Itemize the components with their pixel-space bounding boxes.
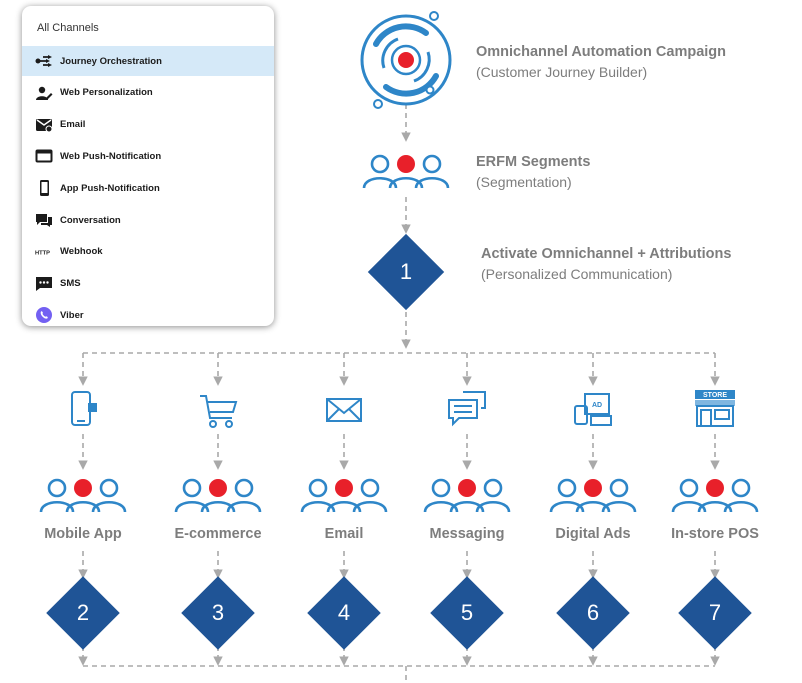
menu-item-label: Email [60, 119, 86, 131]
envelope-icon [326, 398, 362, 422]
mobile-app-icon [71, 391, 97, 426]
channel-label: Messaging [429, 526, 505, 542]
channel-diamond [430, 576, 504, 650]
campaign-title: Omnichannel Automation Campaign [476, 44, 727, 60]
channel-diamonds [46, 576, 752, 650]
menu-item-label: SMS [60, 278, 81, 290]
channel-people-group [671, 478, 759, 513]
menu-item-label: Webhook [60, 246, 103, 258]
store-icon: STORE [695, 390, 735, 427]
menu-item-chat[interactable]: Conversation [22, 205, 274, 235]
channel-people-group [174, 478, 262, 513]
cart-icon [200, 395, 238, 428]
browser-window-icon [35, 147, 53, 165]
menu-item-viber[interactable]: Viber [22, 300, 274, 326]
channel-people-group [300, 478, 388, 513]
person-edit-icon [35, 84, 53, 102]
svg-text:STORE: STORE [703, 392, 727, 399]
menu-item-email[interactable]: Email [22, 110, 274, 140]
channel-icons: AD STORE [71, 390, 735, 428]
chat-icon [35, 211, 53, 229]
channel-label: E-commerce [174, 526, 262, 542]
channel-people [39, 478, 759, 513]
channel-diamond [46, 576, 120, 650]
segment-people [362, 154, 450, 189]
connectors [83, 104, 715, 683]
menu-item-label: Web Personalization [60, 87, 153, 99]
sms-icon [35, 275, 53, 293]
channel-people-group [39, 478, 127, 513]
menu-item-label: Conversation [60, 214, 121, 226]
activate-title: Activate Omnichannel + Attributions [481, 246, 732, 262]
viber-icon [35, 306, 53, 324]
http-icon: HTTP [35, 243, 53, 261]
channel-number: 5 [460, 600, 474, 625]
channel-diamond [307, 576, 381, 650]
panel-title: All Channels [37, 22, 99, 34]
menu-item-label: Journey Orchestration [60, 55, 162, 67]
channel-diamond [556, 576, 630, 650]
channel-number: 4 [337, 600, 351, 625]
channel-label: Email [324, 526, 364, 542]
menu-item-label: Viber [60, 309, 84, 321]
channel-diamond [181, 576, 255, 650]
channel-number: 6 [586, 600, 600, 625]
channel-people-group [423, 478, 511, 513]
menu-item-label: App Push-Notification [60, 182, 160, 194]
segments-title: ERFM Segments [476, 154, 591, 170]
menu-item-journey[interactable]: Journey Orchestration [22, 46, 274, 76]
menu-item-sms[interactable]: SMS [22, 269, 274, 299]
phone-icon [35, 179, 53, 197]
channel-number: 7 [708, 600, 722, 625]
svg-text:HTTP: HTTP [35, 250, 50, 256]
segments-subtitle: (Segmentation) [476, 174, 572, 190]
channel-number: 2 [76, 600, 90, 625]
menu-item-phone[interactable]: App Push-Notification [22, 173, 274, 203]
channel-diamond [678, 576, 752, 650]
campaign-subtitle: (Customer Journey Builder) [476, 64, 648, 80]
message-bubbles-icon [448, 391, 486, 427]
email-icon [35, 116, 53, 134]
campaign-cycle-icon [360, 11, 452, 109]
activate-number: 1 [399, 259, 413, 284]
channel-label: In-store POS [671, 526, 759, 542]
menu-item-browser-window[interactable]: Web Push-Notification [22, 141, 274, 171]
svg-text:AD: AD [592, 402, 602, 409]
segment-people-icon [362, 154, 450, 189]
channel-label: Digital Ads [555, 526, 631, 542]
devices-ad-icon: AD [574, 393, 612, 426]
channel-people-group [549, 478, 637, 513]
menu-item-label: Web Push-Notification [60, 150, 162, 162]
activate-subtitle: (Personalized Communication) [481, 266, 673, 282]
menu-item-person-edit[interactable]: Web Personalization [22, 78, 274, 108]
channel-label: Mobile App [44, 526, 122, 542]
journey-icon [35, 52, 53, 70]
menu-item-http[interactable]: HTTP Webhook [22, 237, 274, 267]
channel-number: 3 [211, 600, 225, 625]
